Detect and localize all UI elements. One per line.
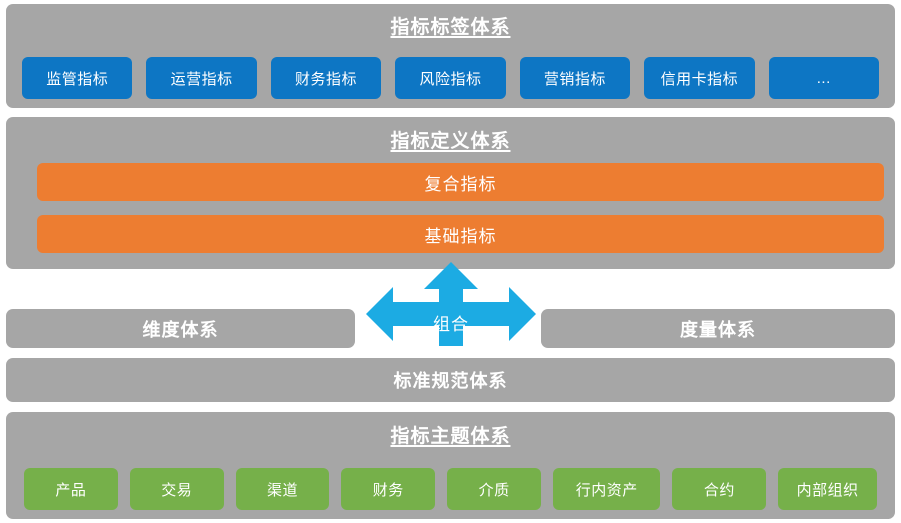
chip-label-more[interactable]: ... (768, 57, 879, 99)
chip-label: 合约 (703, 481, 735, 499)
chip-label: ... (816, 69, 831, 87)
chip-label: 交易 (161, 481, 193, 499)
band-dimension-system[interactable]: 维度体系 (6, 309, 355, 348)
panel-definition-system-title: 指标定义体系 (390, 131, 511, 152)
chip-label: 渠道 (266, 481, 298, 499)
chip-label: 营销指标 (543, 70, 606, 88)
band-measure-system[interactable]: 度量体系 (541, 309, 895, 348)
chip-label: 介质 (478, 481, 510, 499)
bar-label: 复合指标 (424, 174, 497, 194)
chip-label: 风险指标 (419, 70, 482, 88)
chip-label-caiwu[interactable]: 财务指标 (270, 57, 382, 99)
band-dimension-system-title: 维度体系 (142, 319, 219, 340)
chip-subject-neibuzuzhi[interactable]: 内部组织 (778, 468, 877, 510)
bar-composite-metric[interactable]: 复合指标 (37, 163, 884, 201)
panel-label-system-title: 指标标签体系 (390, 17, 511, 38)
label-system-chip-row: 监管指标 运营指标 财务指标 风险指标 营销指标 信用卡指标 ... (22, 57, 879, 99)
band-measure-system-title: 度量体系 (680, 319, 756, 340)
chip-label: 产品 (55, 481, 87, 499)
chip-subject-qudao[interactable]: 渠道 (235, 468, 330, 510)
panel-standard-system: 标准规范体系 (6, 358, 895, 402)
chip-label-fengxian[interactable]: 风险指标 (395, 57, 506, 99)
chip-label: 监管指标 (46, 70, 109, 88)
chip-label: 财务指标 (295, 70, 358, 88)
chip-subject-jiaoyi[interactable]: 交易 (129, 468, 224, 510)
chip-subject-caiwu[interactable]: 财务 (341, 468, 436, 510)
chip-label: 信用卡指标 (660, 70, 739, 88)
chip-label-yunying[interactable]: 运营指标 (146, 57, 257, 99)
chip-label: 财务 (372, 481, 404, 499)
chip-label-yingxiao[interactable]: 营销指标 (519, 57, 631, 99)
bar-basic-metric[interactable]: 基础指标 (37, 215, 884, 253)
chip-label-xinyongka[interactable]: 信用卡指标 (644, 57, 755, 99)
chip-label: 内部组织 (796, 481, 859, 499)
bar-label: 基础指标 (424, 226, 497, 246)
chip-subject-jiezhi[interactable]: 介质 (447, 468, 541, 510)
subject-system-chip-row: 产品 交易 渠道 财务 介质 行内资产 合约 内部组织 (24, 468, 877, 510)
chip-subject-chanpin[interactable]: 产品 (24, 468, 118, 510)
combination-arrow-label: 组合 (433, 315, 469, 334)
panel-subject-system-title: 指标主题体系 (390, 426, 511, 447)
chip-subject-hangneizichan[interactable]: 行内资产 (552, 468, 661, 510)
chip-label: 运营指标 (170, 70, 233, 88)
chip-label-jianguan[interactable]: 监管指标 (22, 57, 133, 99)
panel-standard-system-title: 标准规范体系 (393, 371, 508, 391)
chip-subject-heyue[interactable]: 合约 (672, 468, 767, 510)
chip-label: 行内资产 (575, 481, 638, 499)
